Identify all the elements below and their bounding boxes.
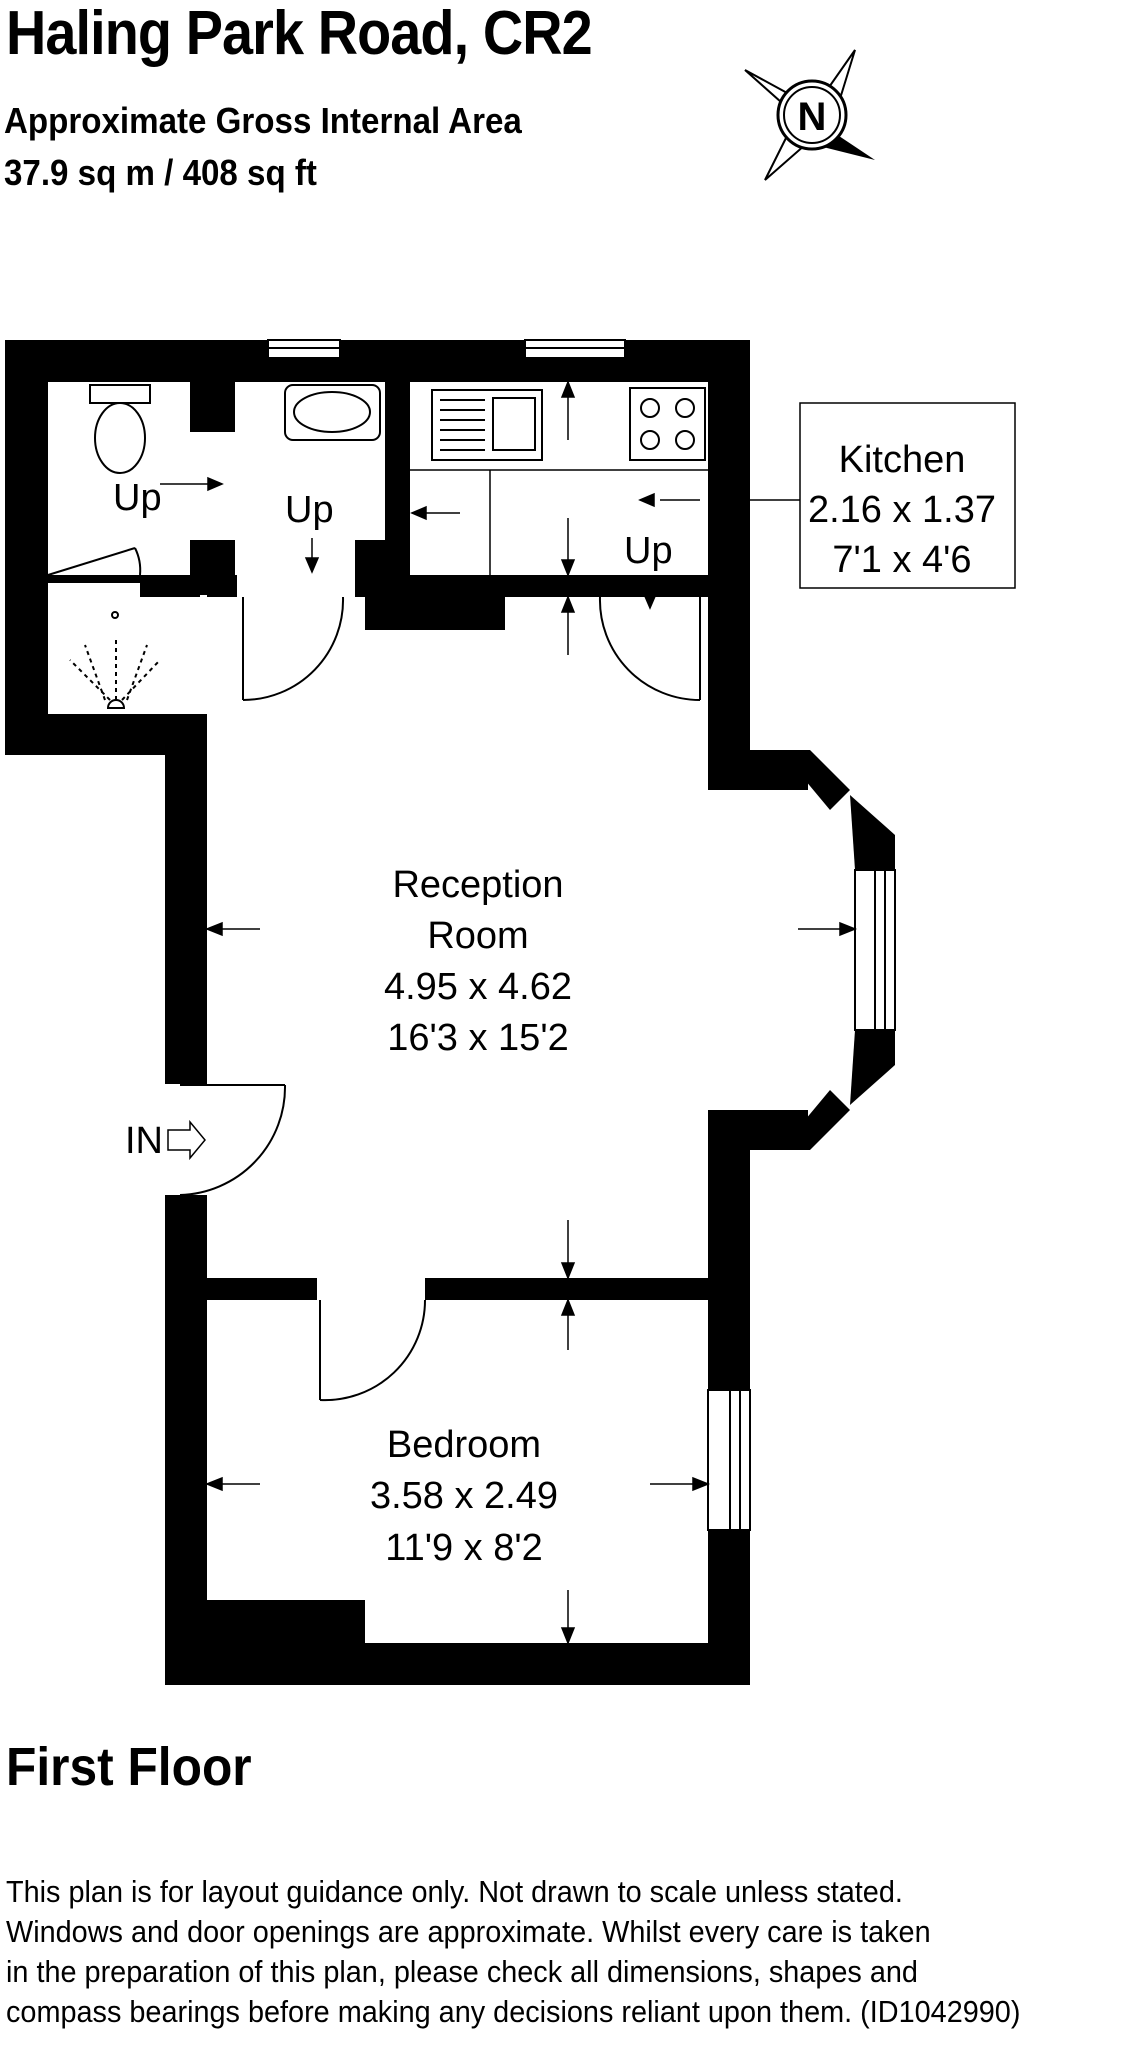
kitchen-sink-icon [431,389,543,461]
reception-metric: 4.95 x 4.62 [384,966,572,1008]
hob-icon [629,387,706,461]
stair-arrows [160,476,700,610]
dimension-arrows [204,379,858,1646]
area-label: Approximate Gross Internal Area [4,100,522,141]
sink-icon [284,384,381,441]
disclaimer-line: This plan is for layout guidance only. N… [6,1874,903,1909]
bay-windows [707,869,896,1531]
disclaimer-line: Windows and door openings are approximat… [6,1914,931,1949]
page-title: Haling Park Road, CR2 [6,0,593,68]
area-value: 37.9 sq m / 408 sq ft [4,152,317,193]
disclaimer: This plan is for layout guidance only. N… [6,1872,1046,2032]
up-label-wc: Up [113,477,162,519]
disclaimer-line: in the preparation of this plan, please … [6,1954,918,1989]
shower-icon [69,611,161,709]
reception-name-line1: Reception [392,864,563,906]
kitchen-callout: Kitchen 2.16 x 1.37 7'1 x 4'6 [799,402,1016,589]
entrance-arrow-icon [167,1119,206,1161]
reception-imperial: 16'3 x 15'2 [387,1017,568,1059]
up-label-kitchen: Up [624,530,673,572]
bedroom-metric: 3.58 x 2.49 [370,1475,558,1517]
top-windows [267,339,626,359]
compass-icon: N [744,49,875,181]
walls [5,340,895,1685]
kitchen-imperial: 7'1 x 4'6 [832,539,971,581]
bedroom-imperial: 11'9 x 8'2 [385,1527,542,1569]
compass-label: N [798,95,827,139]
kitchen-metric: 2.16 x 1.37 [808,489,996,531]
door-swings [47,547,701,1402]
disclaimer-line: compass bearings before making any decis… [6,1994,1021,2029]
reception-name-line2: Room [427,915,528,957]
kitchen-outlines [410,469,800,575]
floor-label: First Floor [6,1737,252,1797]
up-label-bath: Up [285,489,334,531]
toilet-icon [89,384,151,474]
kitchen-name: Kitchen [839,439,966,481]
bedroom-name: Bedroom [387,1424,541,1466]
entrance-label: IN [125,1120,163,1162]
